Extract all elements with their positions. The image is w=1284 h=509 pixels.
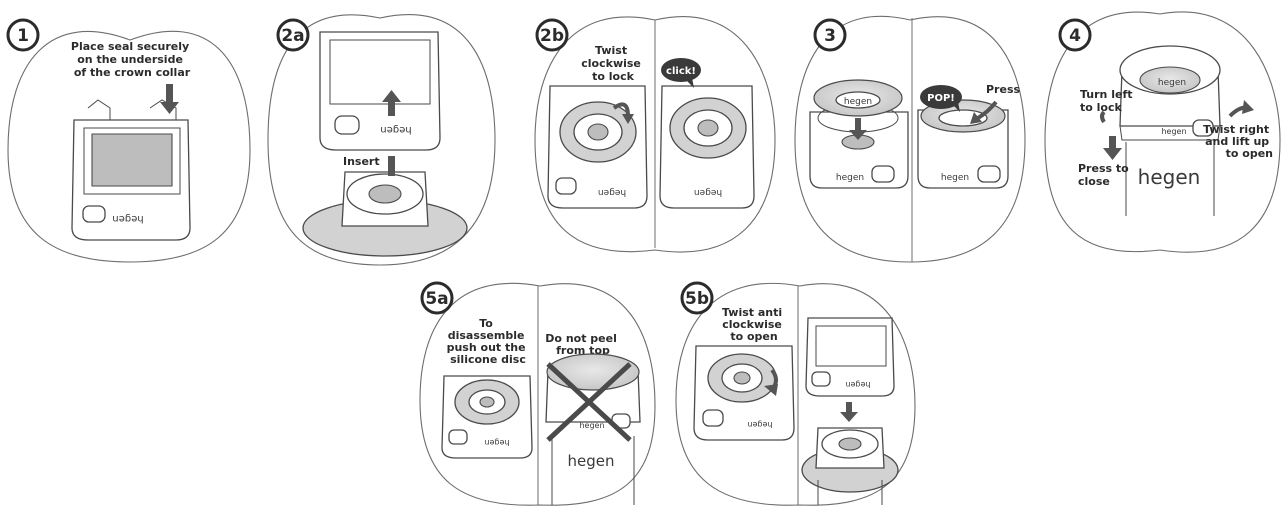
panel-step-3: 3 hegen hegen hegen POP! [795, 16, 1025, 262]
collar-brand-mark: hegen [112, 213, 143, 224]
step-5b-badge-text: 5b [685, 289, 709, 309]
step-5a-badge: 5a [422, 283, 452, 313]
collar-anticlockwise-illustration: hegen [694, 346, 794, 440]
collar-brand-5b: hegen [747, 420, 772, 429]
collar-with-disc-right: hegen [660, 86, 754, 208]
step-3-instruction: Press [986, 83, 1020, 96]
step-4-press-instruction: Press to close [1078, 162, 1133, 188]
bottle-with-lid-right: hegen [918, 100, 1008, 188]
panel-step-5a: 5a To disassemble push out the silicone … [420, 283, 655, 505]
bottle-brand-5a: hegen [568, 452, 615, 470]
disc-brand-4: hegen [1158, 78, 1186, 88]
panel-step-1: 1 Place seal securely on the underside o… [8, 20, 250, 262]
collar-top-illustration: hegen [320, 32, 440, 150]
bottle-brand-4: hegen [1138, 165, 1201, 189]
collar-disassemble-illustration: hegen [442, 376, 532, 458]
step-1-badge-text: 1 [17, 26, 29, 46]
crown-collar-illustration: hegen [72, 100, 190, 240]
step-2b-badge: 2b [537, 20, 567, 50]
step-5a-instruction: To disassemble push out the silicone dis… [447, 317, 530, 366]
collar-brand-mark-2b-left: hegen [598, 187, 626, 197]
collar-brand-5a-right: hegen [579, 421, 604, 430]
step-4-badge: 4 [1060, 20, 1090, 50]
step-2b-instruction: Twist clockwise to lock [581, 44, 644, 83]
step-1-instruction: Place seal securely on the underside of … [71, 40, 193, 79]
panel-step-2a: 2a hegen Insert [268, 15, 495, 265]
click-bubble: click! [661, 58, 701, 88]
turn-left-arrow [1102, 112, 1104, 122]
panel-step-4: 4 hegen hegen hegen Turn left to lock Pr… [1045, 12, 1280, 252]
step-2a-badge: 2a [278, 20, 308, 50]
click-bubble-text: click! [666, 66, 696, 77]
collar-brand-5a: hegen [484, 438, 509, 447]
bottle-brand-3-left: hegen [836, 173, 864, 183]
press-down-arrow-4 [1103, 136, 1122, 160]
collar-with-disc-left: hegen [548, 86, 647, 208]
bottle-with-lid-left: hegen [810, 104, 908, 188]
collar-brand-mark-2b-right: hegen [694, 187, 722, 197]
collar-lifted-illustration: hegen [806, 318, 894, 396]
step-5b-instruction: Twist anti clockwise to open [722, 306, 786, 343]
collar-brand-mark-2a: hegen [380, 124, 411, 135]
bottle-disc-5b-illustration [802, 428, 898, 505]
step-2b-badge-text: 2b [540, 26, 564, 46]
insert-arrow [388, 156, 395, 176]
disc-brand-3-left: hegen [844, 97, 872, 107]
pop-bubble-text: POP! [927, 93, 955, 104]
step-1-badge: 1 [8, 20, 38, 50]
panel-step-2b: 2b Twist clockwise to lock hegen hegen [535, 17, 775, 252]
bottle-disc-illustration [303, 172, 467, 256]
step-4-badge-text: 4 [1069, 26, 1081, 46]
step-3-badge-text: 3 [824, 26, 836, 46]
collar-brand-5b-right: hegen [845, 380, 870, 389]
twist-right-arrow-head [1242, 100, 1254, 114]
down-arrow-5b [840, 402, 858, 422]
silicone-disc-left: hegen [814, 80, 902, 116]
step-2a-badge-text: 2a [281, 26, 304, 46]
collar-brand-4: hegen [1161, 127, 1186, 136]
step-5a-badge-text: 5a [425, 289, 448, 309]
step-5a-warning: Do not peel from top [545, 332, 620, 357]
step-2a-instruction: Insert [343, 155, 380, 168]
bottle-brand-3-right: hegen [941, 173, 969, 183]
panel-step-5b: 5b Twist anti clockwise to open hegen he… [676, 283, 915, 505]
step-5b-badge: 5b [682, 283, 712, 313]
step-3-badge: 3 [815, 20, 845, 50]
